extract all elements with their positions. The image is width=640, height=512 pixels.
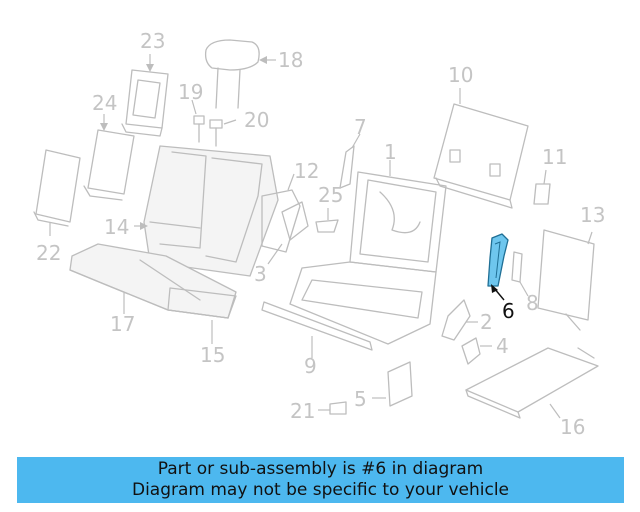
callout-18: 18 xyxy=(278,48,303,72)
part-24-panel xyxy=(83,114,135,201)
callout-16: 16 xyxy=(560,415,585,439)
callout-23: 23 xyxy=(140,29,165,53)
callout-21: 21 xyxy=(290,399,315,423)
callout-7: 7 xyxy=(354,115,367,139)
part-21-clip xyxy=(318,401,347,415)
callout-4: 4 xyxy=(496,334,509,358)
part-7-latch xyxy=(339,133,361,189)
callout-17: 17 xyxy=(110,312,135,336)
callout-10: 10 xyxy=(448,63,473,87)
part-14-seatback-cover xyxy=(134,145,279,277)
callout-24: 24 xyxy=(92,91,117,115)
callout-19: 19 xyxy=(178,80,203,104)
callout-6: 6 xyxy=(502,299,515,323)
callout-14: 14 xyxy=(104,215,129,239)
banner-line-2: Diagram may not be specific to your vehi… xyxy=(131,480,509,500)
callout-3: 3 xyxy=(254,262,267,286)
part-3-bracket xyxy=(267,201,309,265)
part-12-trim xyxy=(261,173,301,253)
callout-20: 20 xyxy=(244,108,269,132)
callout-1: 1 xyxy=(384,140,397,164)
part-18-headrest xyxy=(204,39,276,109)
callout-15: 15 xyxy=(200,343,225,367)
callout-5: 5 xyxy=(354,387,367,411)
part-20-guide xyxy=(209,119,237,147)
part-4-bracket xyxy=(461,337,492,365)
callout-11: 11 xyxy=(542,145,567,169)
part-25-clip xyxy=(315,208,339,233)
part-13-panel xyxy=(537,229,595,331)
info-banner: Part or sub-assembly is #6 in diagram Di… xyxy=(17,457,624,503)
callout-12: 12 xyxy=(294,159,319,183)
callout-22: 22 xyxy=(36,241,61,265)
parts-diagram: 23 18 19 20 24 7 1 10 11 12 25 14 13 22 … xyxy=(33,29,605,439)
part-19-guide xyxy=(191,99,205,143)
callout-9: 9 xyxy=(304,354,317,378)
part-1-seat-frame xyxy=(289,160,447,345)
part-16-mat xyxy=(465,347,599,419)
callout-25: 25 xyxy=(318,183,343,207)
part-22-panel xyxy=(33,149,81,236)
callout-13: 13 xyxy=(580,203,605,227)
part-15-cushion-cover xyxy=(167,287,237,344)
part-23-panel xyxy=(121,54,169,137)
part-6-highlighted-bracket xyxy=(487,233,509,301)
part-9-bar xyxy=(261,301,373,358)
callout-2: 2 xyxy=(480,310,493,334)
part-10-back-panel xyxy=(433,88,529,209)
part-11-clip xyxy=(533,169,551,205)
banner-line-1: Part or sub-assembly is #6 in diagram xyxy=(157,459,484,479)
part-5-plate xyxy=(372,361,413,407)
part-8-strip xyxy=(511,251,529,297)
callout-8: 8 xyxy=(526,291,539,315)
part-2-bracket xyxy=(441,299,478,341)
